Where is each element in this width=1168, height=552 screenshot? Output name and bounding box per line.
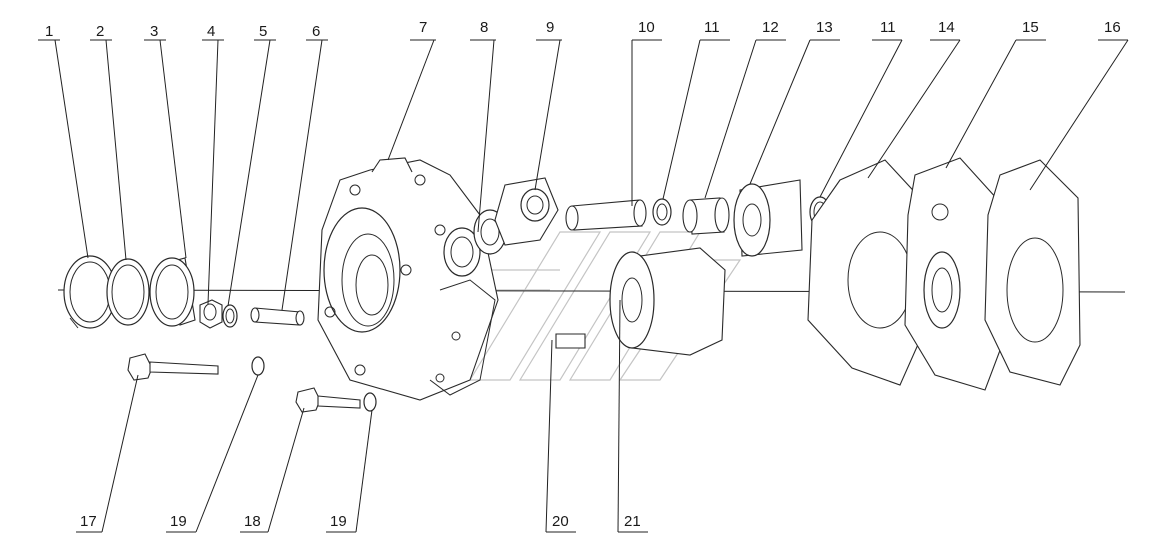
large-gear-part: [609, 247, 726, 356]
long-bolt-part: [127, 353, 219, 381]
label-5: 5: [259, 23, 267, 40]
label-10: 10: [638, 19, 655, 36]
label-9: 9: [546, 19, 554, 36]
label-21: 21: [624, 513, 641, 530]
small-gear-part: [733, 179, 803, 257]
label-15: 15: [1022, 19, 1039, 36]
short-bolt-part: [295, 387, 361, 413]
ring-part: [106, 258, 150, 326]
washer-part-b: [363, 392, 377, 412]
label-16: 16: [1104, 19, 1121, 36]
label-2: 2: [96, 23, 104, 40]
gasket-plate-part: [807, 159, 923, 386]
cover-plate-part: [904, 157, 1003, 391]
label-17: 17: [80, 513, 97, 530]
label-20: 20: [552, 513, 569, 530]
label-11b: 11: [880, 19, 896, 36]
label-13: 13: [816, 19, 833, 36]
washer-part-a: [251, 356, 265, 376]
nut-part: [199, 299, 223, 329]
label-19a: 19: [170, 513, 187, 530]
label-14: 14: [938, 19, 955, 36]
end-plate-part: [984, 159, 1081, 386]
label-18: 18: [244, 513, 261, 530]
pump-housing-part: [317, 157, 499, 401]
label-4: 4: [207, 23, 215, 40]
label-12: 12: [762, 19, 779, 36]
seal-part: [149, 257, 196, 327]
leader-lines: [38, 39, 1129, 533]
dowel-part: [555, 333, 586, 349]
washer-part: [222, 304, 238, 328]
label-6: 6: [312, 23, 320, 40]
valve-fitting-part: [494, 177, 559, 246]
ring-cover-part: [443, 209, 507, 277]
label-7: 7: [419, 19, 427, 36]
bushing-part: [682, 197, 730, 235]
stud-part: [250, 307, 305, 326]
label-8: 8: [480, 19, 488, 36]
label-3: 3: [150, 23, 158, 40]
small-ring-part: [652, 198, 672, 226]
pin-part: [565, 199, 647, 231]
label-19b: 19: [330, 513, 347, 530]
label-1: 1: [45, 23, 53, 40]
part-labels: 1 2 3 4 5 6 7 8 9 10 11 12 13 11 14 15 1…: [45, 19, 1121, 530]
snap-ring-part: [63, 255, 117, 329]
label-11a: 11: [704, 19, 720, 36]
